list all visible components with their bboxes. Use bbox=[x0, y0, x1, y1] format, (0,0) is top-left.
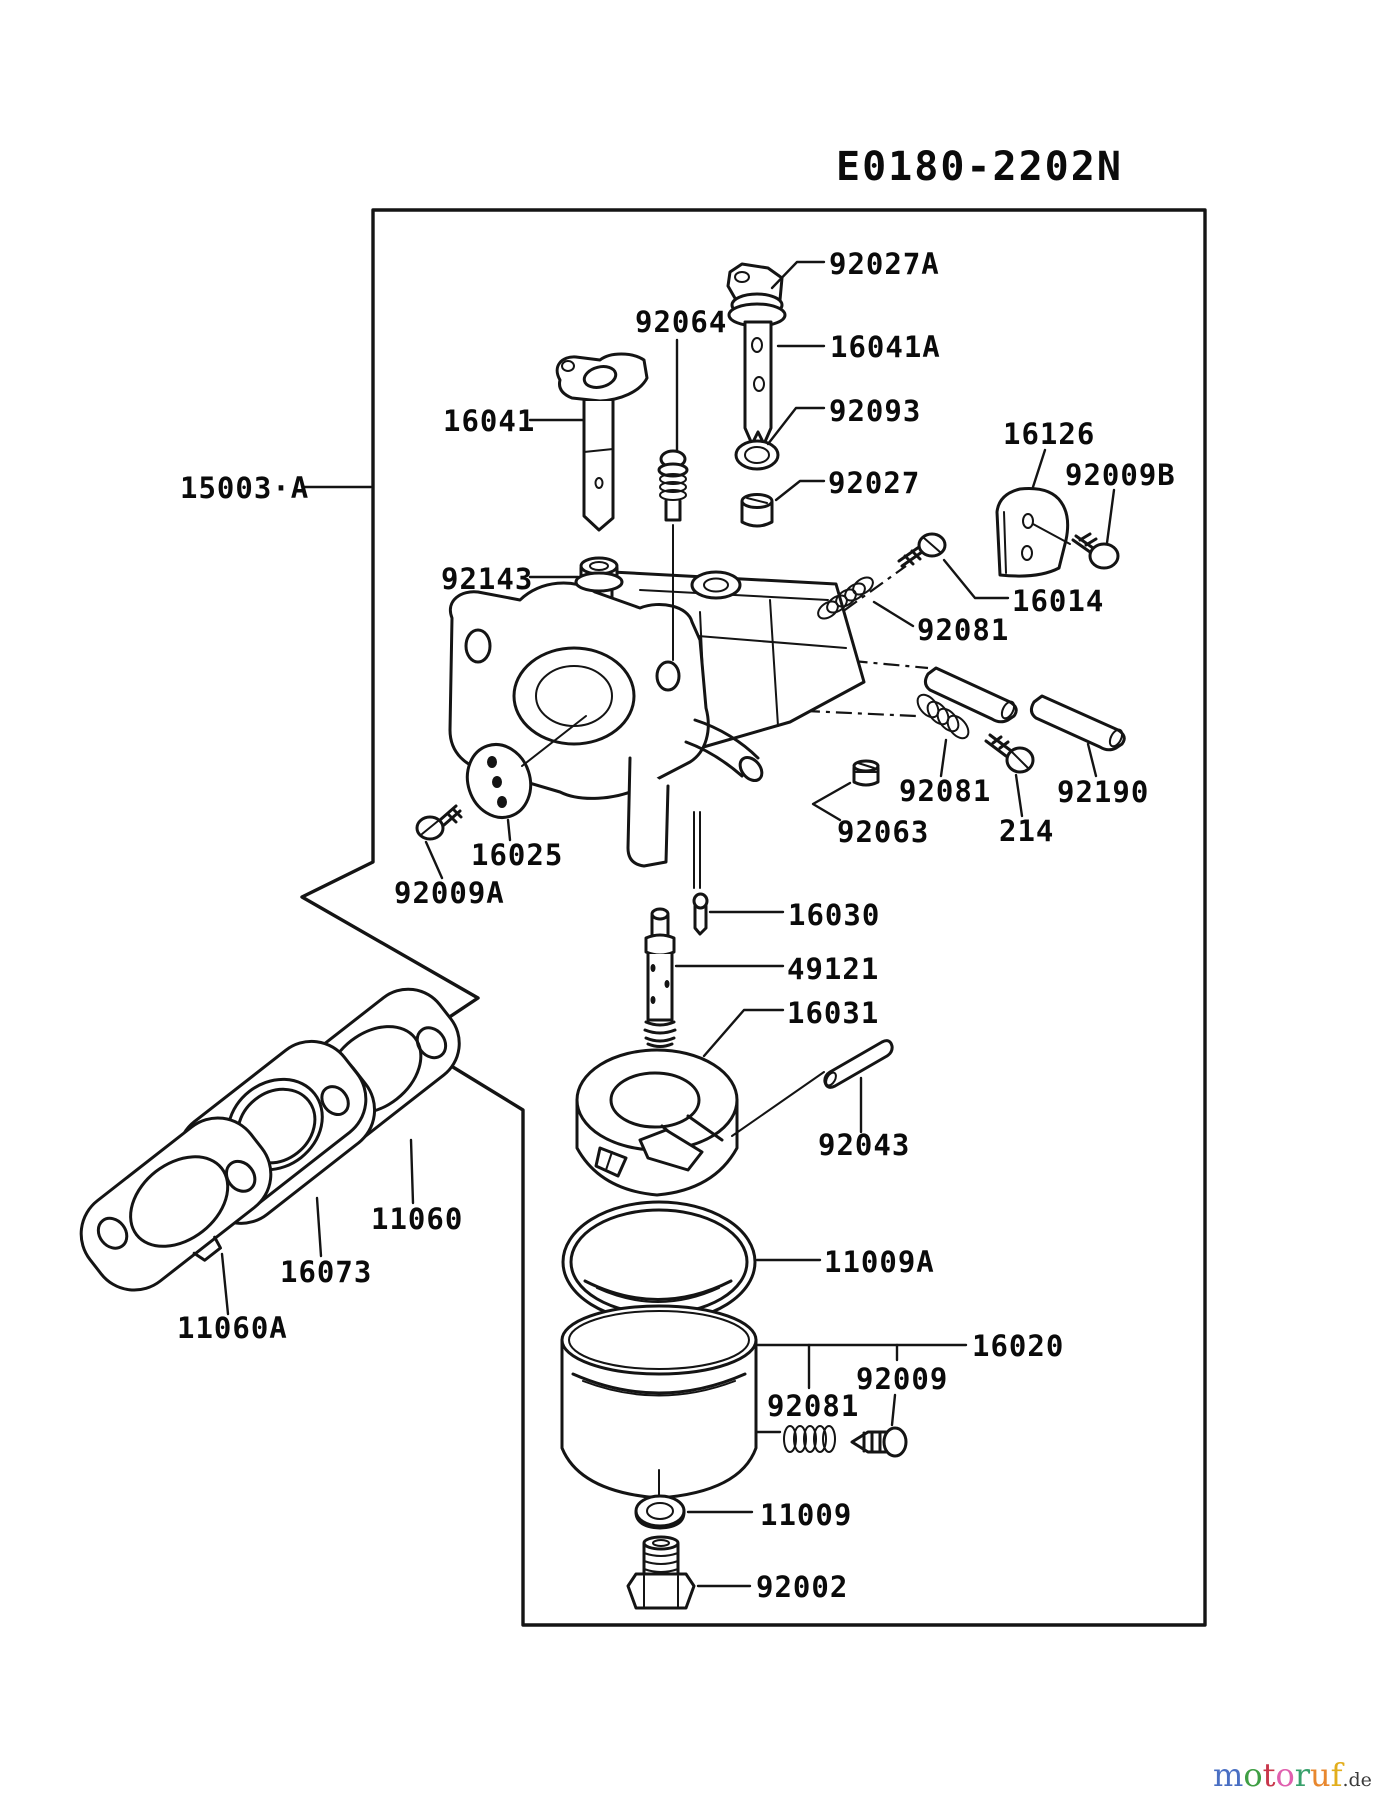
carburetor-body bbox=[448, 524, 866, 889]
watermark-logo: motoruf.de bbox=[1213, 1756, 1372, 1794]
part-92063-plug bbox=[852, 759, 880, 787]
part-16020-float-bowl bbox=[560, 1304, 758, 1500]
part-214-screw bbox=[984, 733, 1035, 774]
logo-letter: m bbox=[1213, 1756, 1243, 1794]
part-label-16073: 16073 bbox=[280, 1255, 372, 1289]
logo-letter: t bbox=[1263, 1756, 1276, 1794]
part-label-92143: 92143 bbox=[441, 562, 533, 596]
part-92081-spring-mid bbox=[916, 693, 970, 740]
part-label-92009: 92009 bbox=[856, 1362, 948, 1396]
part-16014-screw bbox=[897, 532, 947, 568]
part-label-16031: 16031 bbox=[787, 996, 879, 1030]
part-label-92009B: 92009B bbox=[1065, 458, 1176, 492]
part-92081-spring-bottom bbox=[783, 1425, 836, 1453]
part-16031-float bbox=[575, 1048, 825, 1197]
alignment-line bbox=[739, 706, 917, 718]
part-label-16020: 16020 bbox=[972, 1329, 1064, 1363]
svg-text:motoruf.de: motoruf.de bbox=[1213, 1756, 1372, 1794]
part-92009B-screw bbox=[1071, 532, 1120, 570]
assembly-boundary-box bbox=[300, 208, 1207, 1627]
part-label-92093: 92093 bbox=[829, 394, 921, 428]
part-92081-spring-top bbox=[817, 576, 874, 620]
part-92009-screw bbox=[850, 1426, 908, 1458]
part-92002-drain-bolt bbox=[626, 1535, 696, 1610]
part-label-11060A: 11060A bbox=[177, 1311, 288, 1345]
part-label-92064: 92064 bbox=[635, 305, 727, 339]
part-92027-cap bbox=[740, 493, 774, 528]
part-label-92009A: 92009A bbox=[394, 876, 505, 910]
part-92027A-cap bbox=[726, 262, 787, 328]
part-label-16025: 16025 bbox=[471, 838, 563, 872]
part-label-92027: 92027 bbox=[828, 466, 920, 500]
part-label-92081-top: 92081 bbox=[917, 613, 1009, 647]
logo-letter: o bbox=[1243, 1756, 1262, 1794]
drawing-number: E0180-2202N bbox=[836, 144, 1123, 190]
part-label-92043: 92043 bbox=[818, 1128, 910, 1162]
part-label-11009: 11009 bbox=[760, 1498, 852, 1532]
part-label-16030: 16030 bbox=[788, 898, 880, 932]
part-92043-float-pin bbox=[823, 1039, 894, 1089]
part-label-92002: 92002 bbox=[756, 1570, 848, 1604]
part-label-92190: 92190 bbox=[1057, 775, 1149, 809]
part-49121-nozzle bbox=[643, 907, 677, 1048]
part-16030-needle bbox=[692, 892, 709, 936]
part-16126-plate bbox=[995, 487, 1071, 578]
part-11060A-gasket bbox=[79, 1116, 273, 1292]
part-label-214: 214 bbox=[999, 814, 1054, 848]
part-label-92081-mid: 92081 bbox=[899, 774, 991, 808]
part-label-49121: 49121 bbox=[787, 952, 879, 986]
part-16041-throttle-shaft bbox=[555, 352, 649, 532]
logo-letter: o bbox=[1275, 1756, 1294, 1794]
part-label-16041A: 16041A bbox=[830, 330, 941, 364]
part-92093-washer bbox=[734, 439, 780, 471]
part-label-11060: 11060 bbox=[371, 1202, 463, 1236]
part-92143-cap bbox=[574, 556, 624, 593]
part-label-92081-bottom: 92081 bbox=[767, 1389, 859, 1423]
leader-lines bbox=[220, 260, 1116, 1588]
assembly-label-15003A: 15003·A bbox=[180, 471, 309, 505]
part-label-16014: 16014 bbox=[1012, 584, 1104, 618]
part-92190-pins bbox=[923, 666, 1126, 752]
part-16025-plate bbox=[465, 715, 587, 819]
part-92009A-screw bbox=[415, 804, 463, 841]
part-11009A-oring bbox=[561, 1200, 757, 1324]
part-label-16041: 16041 bbox=[443, 404, 535, 438]
logo-letter: f bbox=[1331, 1756, 1345, 1794]
part-16041A-choke-shaft bbox=[743, 320, 773, 446]
part-92064-pilot-screw bbox=[657, 449, 689, 522]
logo-letter: r bbox=[1295, 1756, 1311, 1794]
part-label-92063: 92063 bbox=[837, 815, 929, 849]
logo-tld: .de bbox=[1342, 1769, 1371, 1791]
part-11009-washer bbox=[634, 1494, 686, 1530]
logo-letter: u bbox=[1310, 1756, 1331, 1794]
part-label-92027A: 92027A bbox=[829, 247, 940, 281]
part-label-11009A: 11009A bbox=[824, 1245, 935, 1279]
part-label-16126: 16126 bbox=[1003, 417, 1095, 451]
